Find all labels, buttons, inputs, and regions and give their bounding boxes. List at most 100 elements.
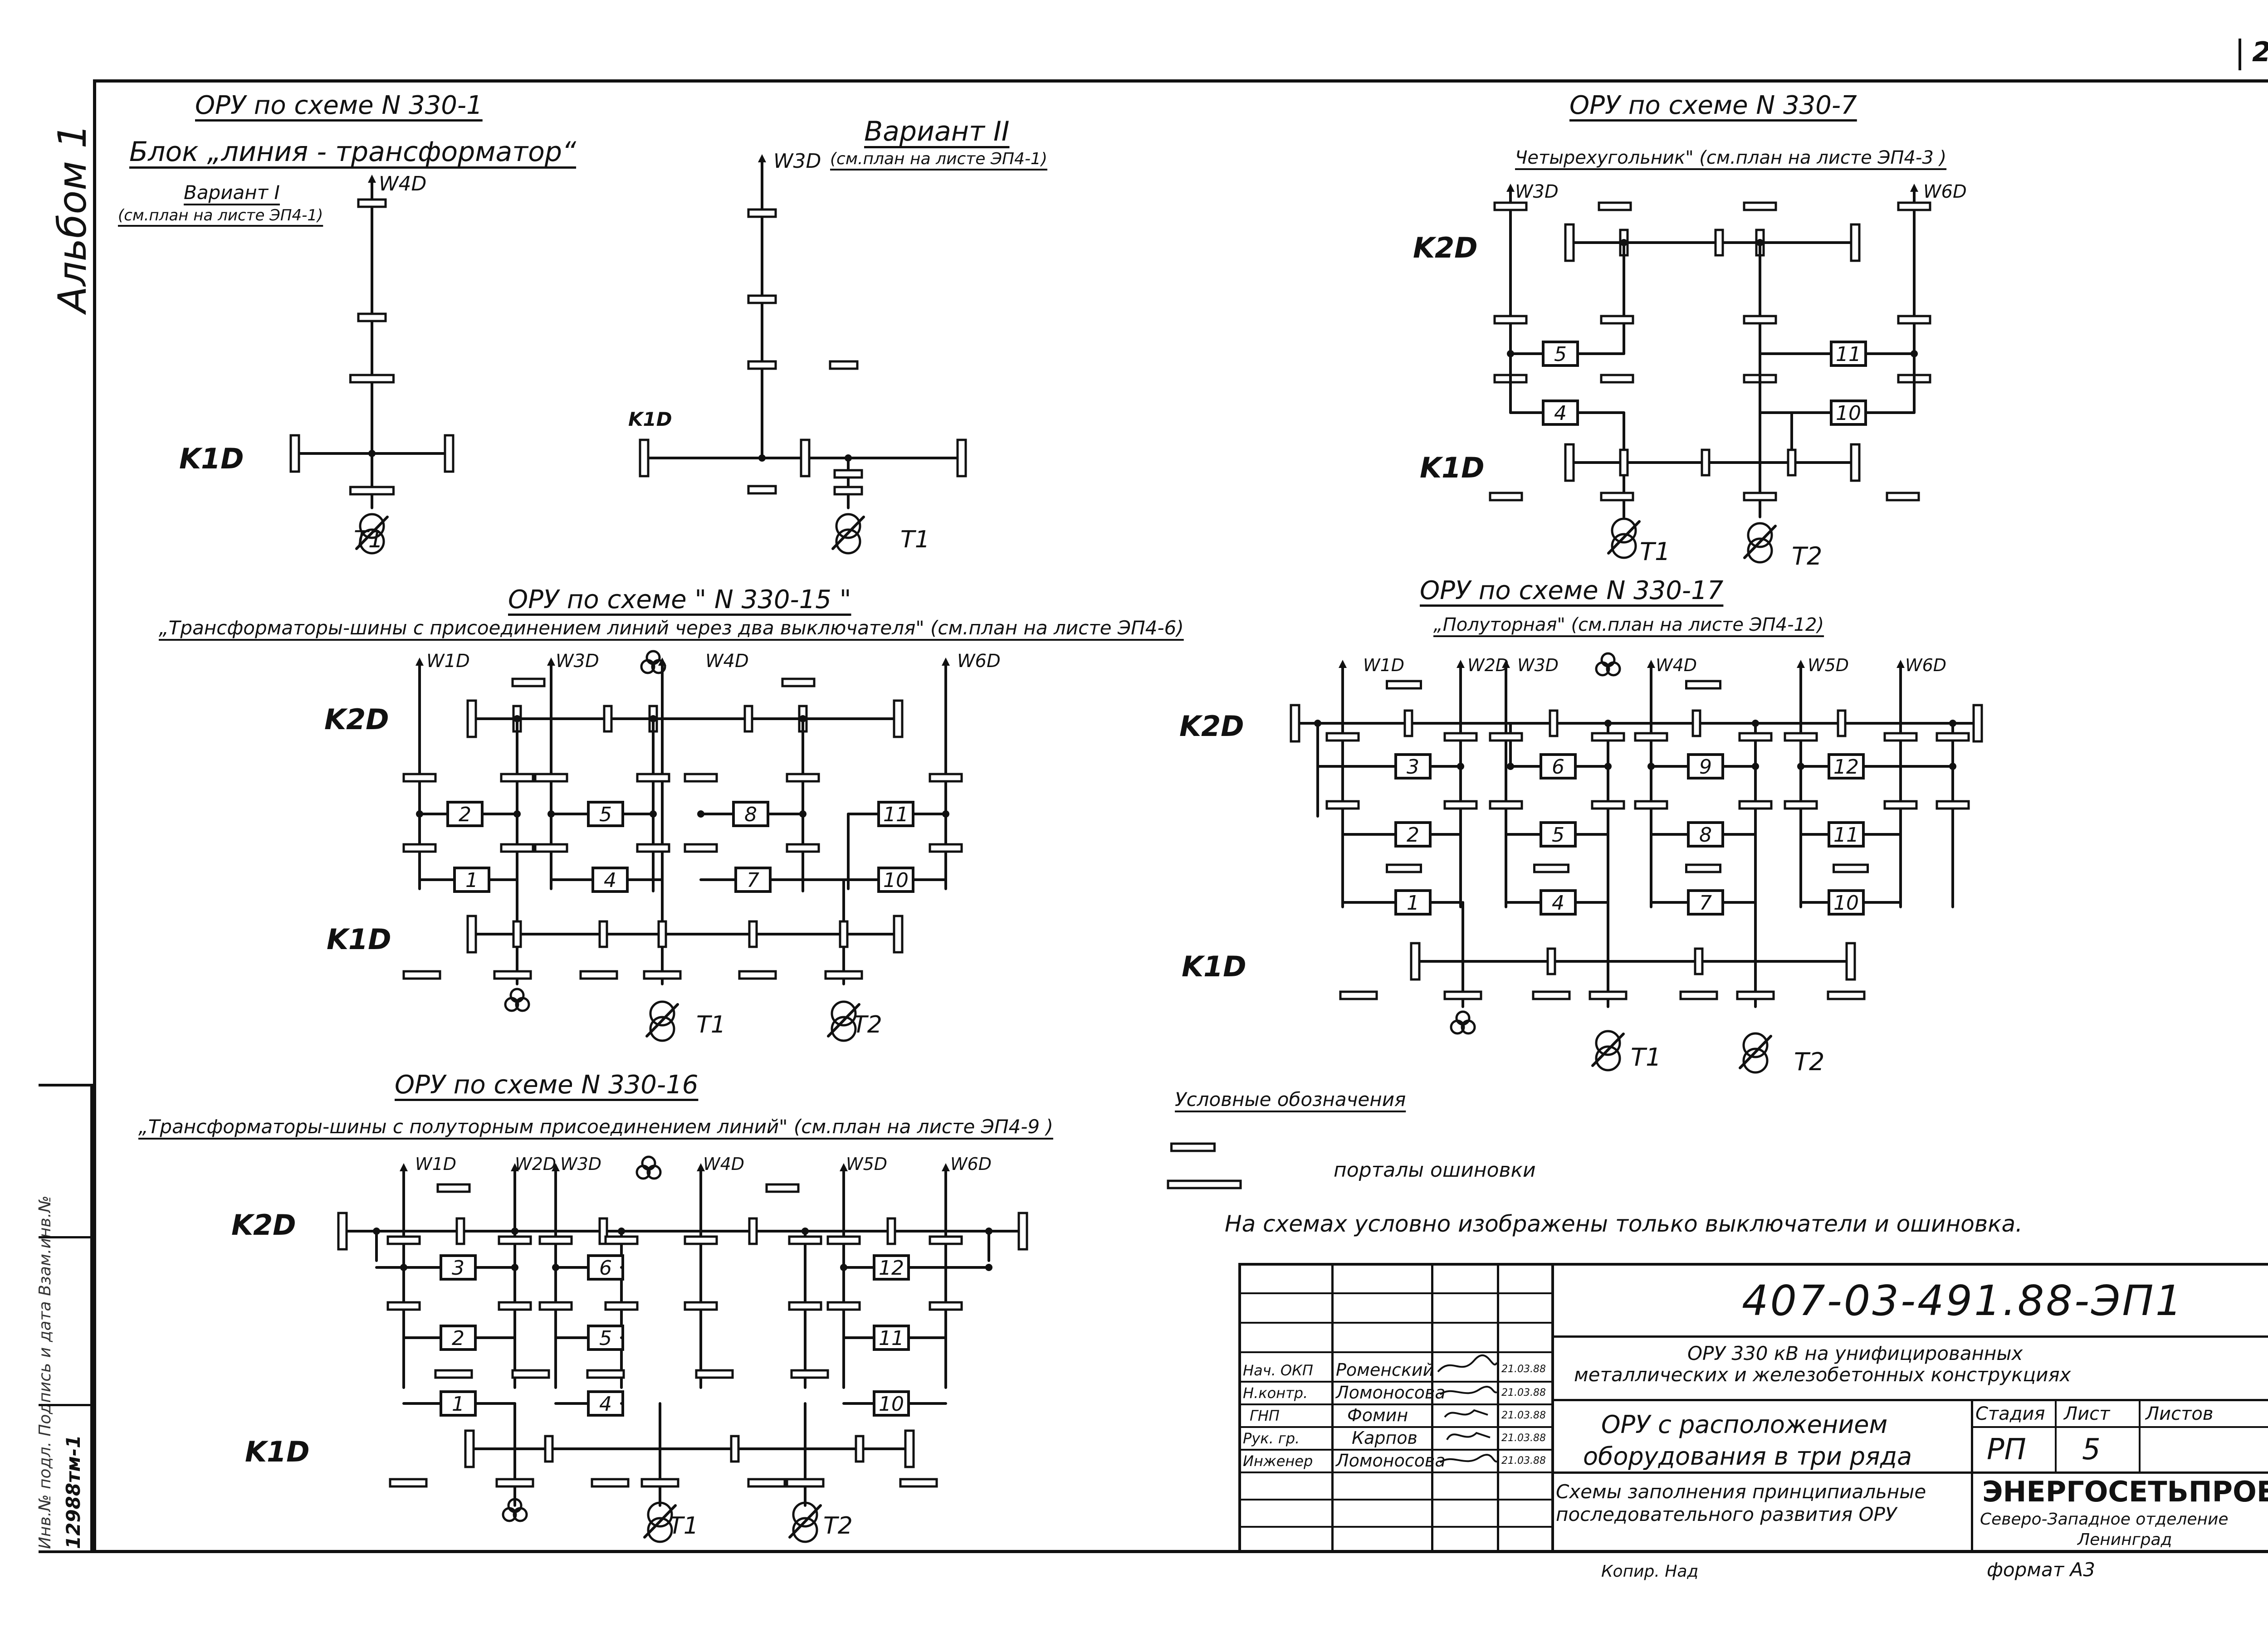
portal-mark <box>684 1301 718 1311</box>
scheme-330-17-transformer-2: T2 <box>1794 1047 1825 1076</box>
junction-dot <box>840 1264 847 1271</box>
portal-mark <box>434 1369 473 1379</box>
transformer-winding <box>1742 1047 1769 1074</box>
junction-dot <box>942 810 949 818</box>
disconnector-mark <box>839 920 849 948</box>
transformer-regulation-arrow <box>1607 520 1641 555</box>
breaker-number: 11 <box>1833 823 1859 847</box>
portal-mark <box>436 1183 471 1193</box>
busbar-end-insulator <box>466 699 477 738</box>
portal-mark <box>1325 732 1360 742</box>
busbar-end-insulator <box>904 1429 915 1468</box>
sig-name-2: Ломоносова <box>1336 1383 1446 1403</box>
portal-mark <box>1600 492 1634 502</box>
line-arrow <box>758 154 766 162</box>
disconnector-mark <box>1546 947 1556 975</box>
junction-dot <box>373 1228 380 1235</box>
sig-name-4: Карпов <box>1352 1428 1418 1448</box>
scheme-330-7-line-2: W6D <box>1923 181 1967 202</box>
junction-dot <box>511 1228 518 1235</box>
breaker-number: 5 <box>599 1327 612 1350</box>
junction-dot <box>1604 720 1612 727</box>
sig-date-4: 21.03.88 <box>1501 1432 1546 1444</box>
breaker-number: 1 <box>452 1393 464 1416</box>
breaker-number: 8 <box>744 803 757 826</box>
portal-mark <box>1634 732 1668 742</box>
scheme-330-16-transformer-1: T1 <box>669 1512 699 1540</box>
scheme-330-1-title: ОРУ по схеме N 330-1 <box>195 91 483 120</box>
busbar-end-insulator <box>893 699 904 738</box>
portal-mark <box>1827 990 1866 1000</box>
junction-dot <box>799 715 807 722</box>
junction-dot <box>1604 763 1612 770</box>
scheme-330-17-line-1: W1D <box>1363 655 1405 675</box>
scheme-330-15-line-3: W4D <box>705 651 749 672</box>
transformer-winding <box>1747 522 1773 548</box>
disconnector-mark <box>1714 229 1724 257</box>
organization-name: ЭНЕРГОСЕТЬПРОЕКТ <box>1982 1475 2268 1508</box>
junction-dot <box>799 810 807 818</box>
sig-role-2: Н.контр. <box>1243 1384 1308 1402</box>
disconnector-mark <box>512 920 522 948</box>
breaker-number: 10 <box>1833 892 1859 915</box>
busbar-end-insulator <box>337 1212 348 1251</box>
junction-dot <box>552 1264 559 1271</box>
portal-mark <box>1386 863 1422 873</box>
portal-mark <box>591 1478 630 1488</box>
line-arrow <box>400 1163 408 1171</box>
junction-dot <box>650 810 657 818</box>
portal-mark <box>640 1478 679 1488</box>
busbar-end-insulator <box>466 915 477 954</box>
auxiliary-transformer-winding <box>1600 652 1616 667</box>
disconnector-mark <box>1837 709 1847 737</box>
line-arrow <box>1502 660 1510 668</box>
line-arrow <box>1910 184 1918 192</box>
title-block: 407-03-491.88-ЭП1 ОРУ 330 кВ на унифицир… <box>1238 1263 2268 1581</box>
scheme-330-16-bus-top: K2D <box>231 1208 296 1242</box>
portal-mark <box>402 773 437 783</box>
breaker-number: 4 <box>1554 402 1567 425</box>
scheme-330-17-line-2: W2D <box>1467 655 1509 675</box>
portal-mark <box>511 1369 550 1379</box>
portal-mark <box>786 843 820 853</box>
portal-mark <box>1743 492 1777 502</box>
sig-date-5: 21.03.88 <box>1501 1455 1546 1466</box>
scheme-330-15-line-2: W3D <box>556 651 599 672</box>
signature-scribbles <box>1437 1354 1498 1463</box>
scheme-330-7-transformer-2: T2 <box>1792 542 1823 570</box>
scheme-330-15-bus-bottom: K1D <box>327 923 391 956</box>
portal-mark <box>402 843 437 853</box>
auxiliary-transformer-winding <box>1455 1010 1471 1026</box>
portal-mark <box>538 1235 573 1245</box>
portal-mark <box>357 198 387 208</box>
scheme-330-16-line-6: W6D <box>950 1154 992 1174</box>
breaker-number: 2 <box>1407 823 1419 847</box>
junction-dot <box>985 1228 992 1235</box>
junction-dot <box>511 1264 518 1271</box>
variant-2-ref: (см.план на листе ЭП4-1) <box>830 150 1047 168</box>
scheme-330-16-line-1: W1D <box>415 1154 457 1174</box>
portal-mark <box>1738 732 1773 742</box>
circuit-breaker <box>440 1254 477 1281</box>
circuit-breaker <box>1394 889 1432 916</box>
portal-mark <box>402 970 441 980</box>
portal-mark <box>500 773 534 783</box>
scheme-330-7-bus-top: K2D <box>1413 231 1478 264</box>
breaker-number: 5 <box>1552 823 1564 847</box>
portal-mark <box>498 1235 532 1245</box>
busbar-end-insulator <box>800 438 811 477</box>
junction-dot <box>618 1228 625 1235</box>
transformer-winding <box>835 528 861 555</box>
portal-mark <box>824 970 863 980</box>
auxiliary-transformer-winding <box>507 1498 523 1513</box>
project-line-1: ОРУ 330 кВ на унифицированных <box>1687 1342 2023 1364</box>
junction-dot <box>758 454 766 462</box>
scheme-330-17-bus-top: K2D <box>1179 710 1244 743</box>
disconnector-mark <box>1619 448 1629 477</box>
scheme-330-16-line-2: W2D <box>515 1154 557 1174</box>
sig-name-5: Ломоносова <box>1336 1451 1446 1471</box>
portal-mark <box>786 773 820 783</box>
portal-mark <box>1600 315 1634 325</box>
portal-mark <box>636 773 670 783</box>
